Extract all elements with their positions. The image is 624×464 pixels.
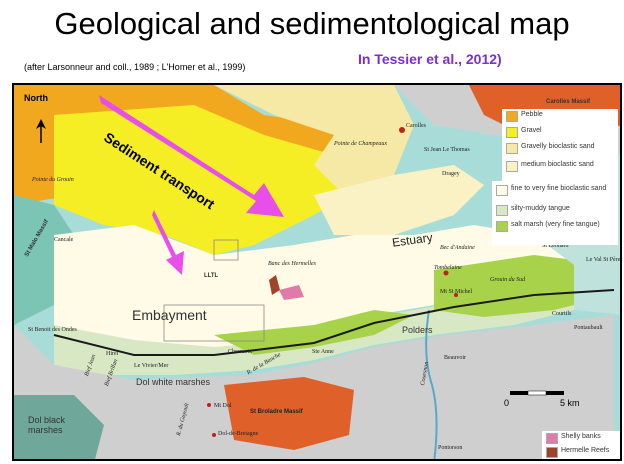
legend-item: Gravelly bioclastic sand <box>506 143 611 154</box>
legend-item: fine to very fine bioclastic sand <box>496 185 611 196</box>
dol-bretagne-label: Dol-de-Bretagne <box>218 431 259 437</box>
hirel-label: Hirel <box>106 351 119 357</box>
lltl-label: LLTL <box>204 273 219 279</box>
beauvoir-label: Beauvoir <box>444 355 466 361</box>
tombelaine-label: Tombelaine <box>434 265 462 271</box>
scale-start: 0 <box>504 398 510 408</box>
legend-label: salt marsh (very fine tangue) <box>511 221 600 228</box>
legend-swatch <box>546 433 558 444</box>
couesnon-river <box>425 309 438 459</box>
legend-item: silty-muddy tangue <box>496 205 611 216</box>
le-val-st-pere-label: Le Val St Père <box>586 257 621 263</box>
legend-swatch <box>506 161 518 172</box>
shelly-bank <box>279 285 304 300</box>
salt-marsh-south <box>214 310 414 355</box>
outline-box <box>213 239 239 261</box>
geological-map: North Sediment transport Embayment Estua… <box>12 83 622 461</box>
coastline <box>53 289 615 356</box>
cherrueix-label: Cherrueix <box>228 349 252 355</box>
dol-black-label: Dol black marshes <box>28 415 66 435</box>
gravel-zone <box>54 105 364 255</box>
st-broladre-label: St Broladre Massif <box>250 409 303 415</box>
gravelly-sand-zone <box>214 85 414 195</box>
mt-dol-dot <box>207 403 211 407</box>
polders-label: Polders <box>402 325 433 335</box>
legend-label: Pebble <box>521 111 543 118</box>
dol-black-marshes-shape <box>14 395 104 459</box>
north-label: North <box>24 93 48 103</box>
st-broladre-massif-shape <box>224 377 354 450</box>
legend-label: Gravel <box>521 127 542 134</box>
scale-seg-1 <box>510 391 528 395</box>
scale-seg-3 <box>546 391 564 395</box>
dragey-label: Dragey <box>442 171 460 177</box>
legend-top: Pebble Gravel Gravelly bioclastic sand m… <box>502 109 618 181</box>
legend-middle: fine to very fine bioclastic sand silty-… <box>492 181 618 245</box>
legend-label: silty-muddy tangue <box>511 205 570 212</box>
st-malo-massif-shape <box>14 195 74 325</box>
scale-end: 5 km <box>560 398 580 408</box>
fine-sand-zone <box>54 225 574 350</box>
scale-seg-2 <box>527 390 547 396</box>
map-title: Geological and sedimentological map <box>54 6 570 41</box>
ste-anne-label: Ste Anne <box>312 349 334 355</box>
st-leonard-label: St Léonard <box>542 243 569 249</box>
le-vivier-label: Le Vivier/Mer <box>134 363 169 369</box>
carolles-label: Carolles <box>406 123 426 129</box>
legend-swatch <box>506 127 518 138</box>
mt-st-michel-marker <box>454 293 458 297</box>
legend-item: salt marsh (very fine tangue) <box>496 221 611 232</box>
sediment-transport-arrow <box>99 95 284 217</box>
legend-label: Gravelly bioclastic sand <box>521 143 595 150</box>
mt-st-michel-label: Mt St Michel <box>440 289 473 295</box>
hermelle-reef <box>269 275 280 295</box>
citation-left: (after Larsonneur and coll., 1989 ; L'Ho… <box>24 62 246 72</box>
salt-marsh-east <box>434 255 614 317</box>
legend-label: fine to very fine bioclastic sand <box>511 185 607 192</box>
cancale-label: Cancale <box>54 237 74 243</box>
pointe-champeaux-label: Pointe de Champeaux <box>334 141 387 147</box>
pointe-grouin-label: Pointe du Grouin <box>32 177 74 183</box>
embayment-box <box>163 304 265 342</box>
legend-swatch <box>496 205 508 216</box>
legend-label: medium bioclastic sand <box>521 161 594 168</box>
citation-right: In Tessier et al., 2012) <box>358 51 502 67</box>
legend-label: Hermelle Reefs <box>561 447 610 454</box>
legend-item: Shelly banks <box>546 433 601 444</box>
legend-bottom: Shelly banks Hermelle Reefs <box>542 431 620 459</box>
mt-st-michel-dot <box>443 270 449 276</box>
legend-label: Shelly banks <box>561 433 601 440</box>
bec-andaine-label: Bec d'Andaine <box>440 245 475 251</box>
legend-swatch <box>546 447 558 458</box>
legend-item: Gravel <box>506 127 542 138</box>
carolles-dot <box>399 127 405 133</box>
medium-sand-zone <box>314 165 484 235</box>
pontaubault-label: Pontaubault <box>574 325 603 331</box>
st-benoit-label: St Benoit des Ondes <box>28 327 77 333</box>
mt-dol-label: Mt Dol <box>214 403 232 409</box>
embayment-label: Embayment <box>132 307 207 323</box>
legend-item: medium bioclastic sand <box>506 161 611 172</box>
courtils-label: Courtils <box>552 311 572 317</box>
legend-swatch <box>506 111 518 122</box>
legend-swatch <box>496 185 508 196</box>
grouin-sud-label: Grouin du Sud <box>490 277 526 283</box>
banc-hermelles-label: Banc des Hermelles <box>268 261 316 267</box>
dol-bretagne-dot <box>212 433 216 437</box>
legend-swatch <box>506 143 518 154</box>
secondary-transport-arrow <box>152 210 184 275</box>
dol-white-label: Dol white marshes <box>136 377 211 387</box>
legend-item: Pebble <box>506 111 543 122</box>
legend-item: Hermelle Reefs <box>546 447 609 458</box>
north-arrow-head <box>36 119 46 129</box>
pontorson-label: Pontorson <box>438 445 463 451</box>
legend-swatch <box>496 221 508 232</box>
st-jean-label: St Jean Le Thomas <box>424 147 470 153</box>
carolles-massif-label: Carolles Massif <box>546 99 591 105</box>
